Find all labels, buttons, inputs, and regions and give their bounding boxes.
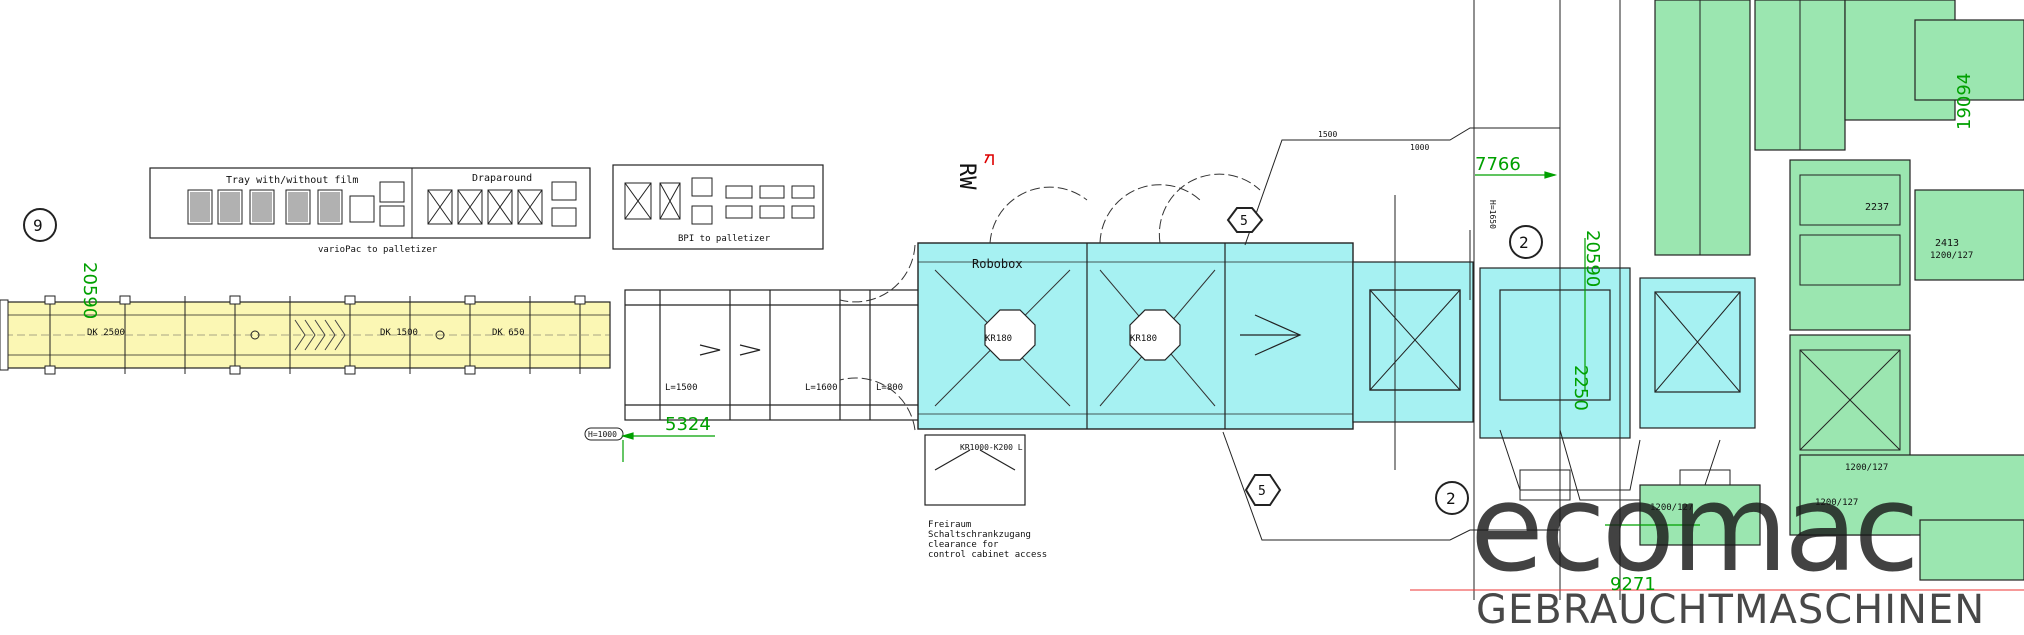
robobox-label: Robobox xyxy=(972,257,1023,271)
dim-b: 5324 xyxy=(665,414,711,435)
height-2: H=1650 xyxy=(1488,200,1497,229)
robot-2: KR180 xyxy=(1130,334,1157,344)
dim-d: 20590 xyxy=(1582,230,1603,287)
legend-draparound: Draparound xyxy=(472,173,532,184)
length-2: L=1600 xyxy=(805,383,838,393)
height-1: H=1000 xyxy=(588,430,617,439)
note-4: control cabinet access xyxy=(928,550,1047,560)
note-3: clearance for xyxy=(928,540,999,550)
dimensions xyxy=(620,171,1700,526)
fence-dim-2: 1000 xyxy=(1410,143,1429,152)
dim-a: 20590 xyxy=(79,262,100,319)
callout-9: 9 xyxy=(33,216,43,235)
dim-c: 7766 xyxy=(1475,154,1521,175)
fence-dim-1: 1500 xyxy=(1318,130,1337,139)
callout-2a: 2 xyxy=(1519,233,1529,252)
legend-tray-sub: varioPac to palletizer xyxy=(318,245,438,255)
robobox-cells xyxy=(917,242,1756,501)
callout-2b: 2 xyxy=(1446,489,1456,508)
robot-model: KR1000-K200 L xyxy=(960,443,1023,452)
pallet-t7: 1200/127 xyxy=(1815,498,1858,508)
conveyor-2: DK 1500 xyxy=(380,328,418,338)
length-1: L=1500 xyxy=(665,383,698,393)
callout-5b: 5 xyxy=(1258,484,1266,499)
cabinet xyxy=(924,434,1026,506)
safety-fence xyxy=(1222,0,1621,600)
pallet-t4: 2413 xyxy=(1935,238,1959,249)
conveyor-1: DK 2500 xyxy=(87,328,125,338)
dim-e: 19094 xyxy=(1954,73,1975,130)
legend-tray-title: Tray with/without film xyxy=(226,175,358,186)
infeed-conveyor xyxy=(0,295,611,375)
pallet-t3: 2237 xyxy=(1865,202,1889,213)
dim-f: 2250 xyxy=(1570,365,1591,411)
robot-1: KR180 xyxy=(985,334,1012,344)
note-1: Freiraum xyxy=(928,520,971,530)
transfer-conveyors xyxy=(624,289,921,421)
callout-5a: 5 xyxy=(1240,214,1248,229)
conveyor-3: DK 650 xyxy=(492,328,525,338)
note-2: Schaltschrankzugang xyxy=(928,530,1031,540)
callouts xyxy=(23,207,1543,515)
legend-bpi: BPI to palletizer xyxy=(678,234,771,244)
door-swings xyxy=(839,173,1261,431)
pallet-t8: 1200/127 xyxy=(1650,503,1693,513)
rw-label: RW xyxy=(954,163,979,190)
pallet-area xyxy=(1639,0,2024,581)
pallet-t5: 1200/127 xyxy=(1930,251,1973,261)
pallet-t6: 1200/127 xyxy=(1845,463,1888,473)
dim-g: 9271 xyxy=(1610,574,1656,595)
legend-panels: Tray with/without film varioPac to palle… xyxy=(149,164,824,255)
